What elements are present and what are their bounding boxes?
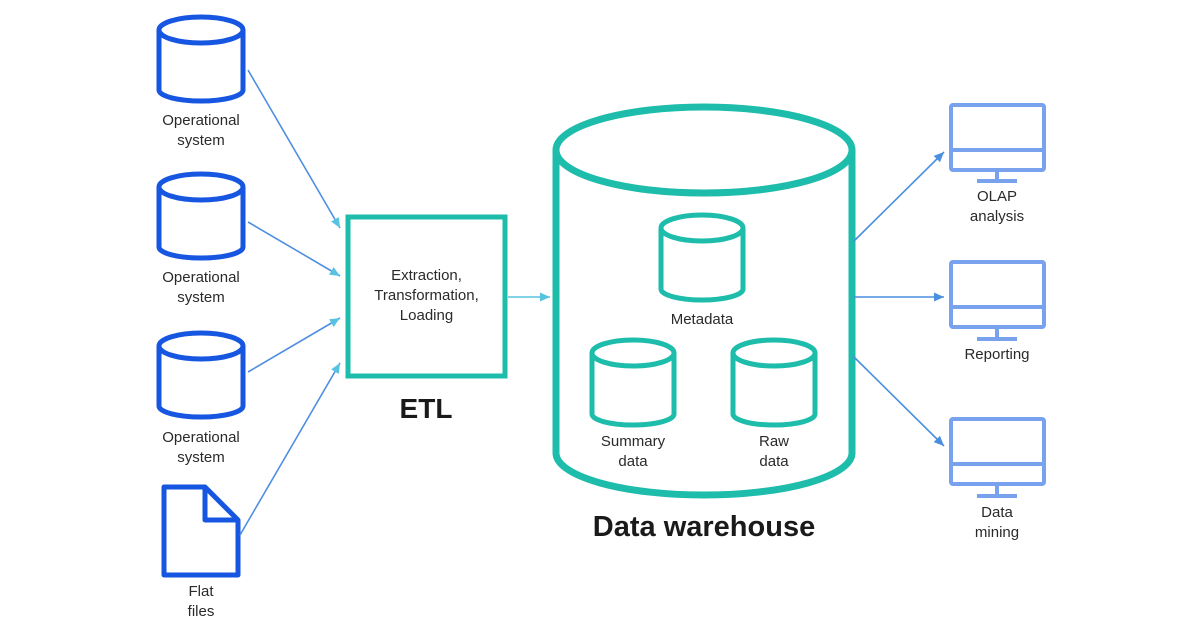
output-label: Data mining (974, 504, 1020, 541)
summary-data-database-icon (589, 337, 677, 428)
output-label: OLAP analysis (969, 188, 1025, 225)
etl-box-text: Extraction, Transformation, Loading (374, 267, 479, 324)
source-label: Operational system (162, 112, 240, 149)
data-warehouse-cylinder (552, 103, 856, 499)
warehouse-title: Data warehouse (592, 511, 816, 543)
source-database-icon-2 (156, 171, 246, 261)
data-mining-monitor-icon (949, 417, 1046, 498)
source-database-icon-1 (156, 14, 246, 104)
store-label-metadata: Metadata (670, 311, 734, 328)
etl-box (345, 214, 508, 379)
raw-data-database-icon (730, 337, 818, 428)
source-database-icon-3 (156, 330, 246, 420)
source-label: Operational system (162, 429, 240, 466)
source-label: Operational system (162, 269, 240, 306)
source-to-etl-arrows (239, 69, 341, 536)
warehouse-to-output-arrows (852, 151, 945, 447)
store-label-raw: Raw data (758, 433, 789, 470)
flat-files-icon (161, 484, 241, 578)
metadata-database-icon (658, 212, 746, 303)
output-label: Reporting (964, 346, 1030, 363)
olap-monitor-icon (949, 103, 1046, 183)
reporting-monitor-icon (949, 260, 1046, 341)
etl-title: ETL (399, 393, 453, 424)
store-label-summary: Summary data (600, 433, 666, 470)
source-label: Flat files (187, 583, 215, 620)
